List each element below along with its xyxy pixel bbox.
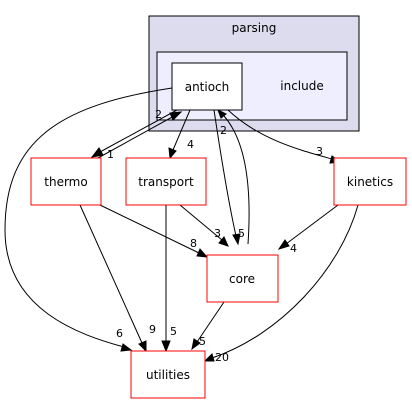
edge-kinetics-utilities-arrow — [203, 353, 215, 362]
node-thermo[interactable]: thermo — [30, 157, 102, 206]
edge-transport-utilities-arrow — [161, 340, 171, 353]
edge-antioch-kinetics — [227, 109, 333, 160]
edge-thermo-core-arrow — [196, 248, 209, 258]
edge-kinetics-utilities — [211, 204, 359, 359]
edge-thermo-utilities — [79, 204, 143, 344]
edge-antioch-core — [213, 109, 237, 237]
edge-thermo-antioch-label: 2 — [155, 108, 162, 121]
edge-kinetics-core — [285, 204, 339, 245]
cluster-include-label[interactable]: include — [280, 79, 323, 93]
edge-core-utilities — [196, 301, 225, 343]
edge-antioch-transport — [172, 109, 191, 151]
node-antioch-label: antioch — [185, 80, 230, 94]
node-kinetics-label: kinetics — [347, 175, 393, 189]
edge-antioch-utilities-label: 6 — [116, 327, 123, 340]
node-core-label: core — [229, 272, 255, 286]
edge-antioch-transport-arrow — [168, 147, 177, 160]
edge-thermo-core-label: 8 — [190, 237, 197, 250]
node-antioch[interactable]: antioch — [171, 62, 243, 111]
edge-antioch-thermo-arrow — [90, 147, 104, 158]
edge-thermo-antioch-arrow — [169, 111, 183, 121]
edge-kinetics-core-label: 4 — [290, 242, 297, 255]
edge-antioch-thermo-label: 1 — [107, 148, 114, 161]
edge-core-antioch-arrow — [217, 108, 227, 119]
edge-core-utilities-label: 5 — [199, 335, 206, 348]
edge-core-antioch — [223, 115, 250, 245]
node-transport[interactable]: transport — [125, 157, 207, 206]
edge-antioch-core-arrow — [232, 233, 241, 246]
edge-core-utilities-arrow — [191, 338, 201, 351]
edge-antioch-utilities — [4, 87, 173, 348]
edge-transport-core-label: 3 — [214, 227, 221, 240]
edge-thermo-core — [99, 204, 200, 254]
node-utilities-label: utilities — [146, 368, 190, 382]
edge-antioch-thermo — [99, 109, 178, 153]
node-utilities[interactable]: utilities — [130, 350, 206, 399]
edge-thermo-utilities-arrow — [138, 340, 147, 353]
node-transport-label: transport — [138, 175, 194, 189]
edge-core-antioch-label: 2 — [220, 124, 227, 137]
edge-transport-core-arrow — [218, 236, 229, 247]
edge-antioch-transport-label: 4 — [187, 138, 194, 151]
node-kinetics[interactable]: kinetics — [333, 157, 407, 206]
cluster-parsing-label: parsing — [232, 21, 277, 35]
edge-thermo-antioch — [97, 115, 175, 159]
edge-thermo-utilities-label: 9 — [149, 323, 156, 336]
node-core[interactable]: core — [206, 254, 279, 303]
node-thermo-label: thermo — [44, 175, 87, 189]
edge-kinetics-utilities-label: 20 — [215, 351, 229, 364]
edge-transport-utilities-label: 5 — [170, 325, 177, 338]
edge-antioch-core-label: 5 — [238, 227, 245, 240]
edge-antioch-kinetics-label: 3 — [316, 145, 323, 158]
edge-antioch-utilities-arrow — [120, 343, 133, 352]
edge-kinetics-core-arrow — [277, 239, 290, 250]
edge-transport-core — [179, 204, 223, 241]
